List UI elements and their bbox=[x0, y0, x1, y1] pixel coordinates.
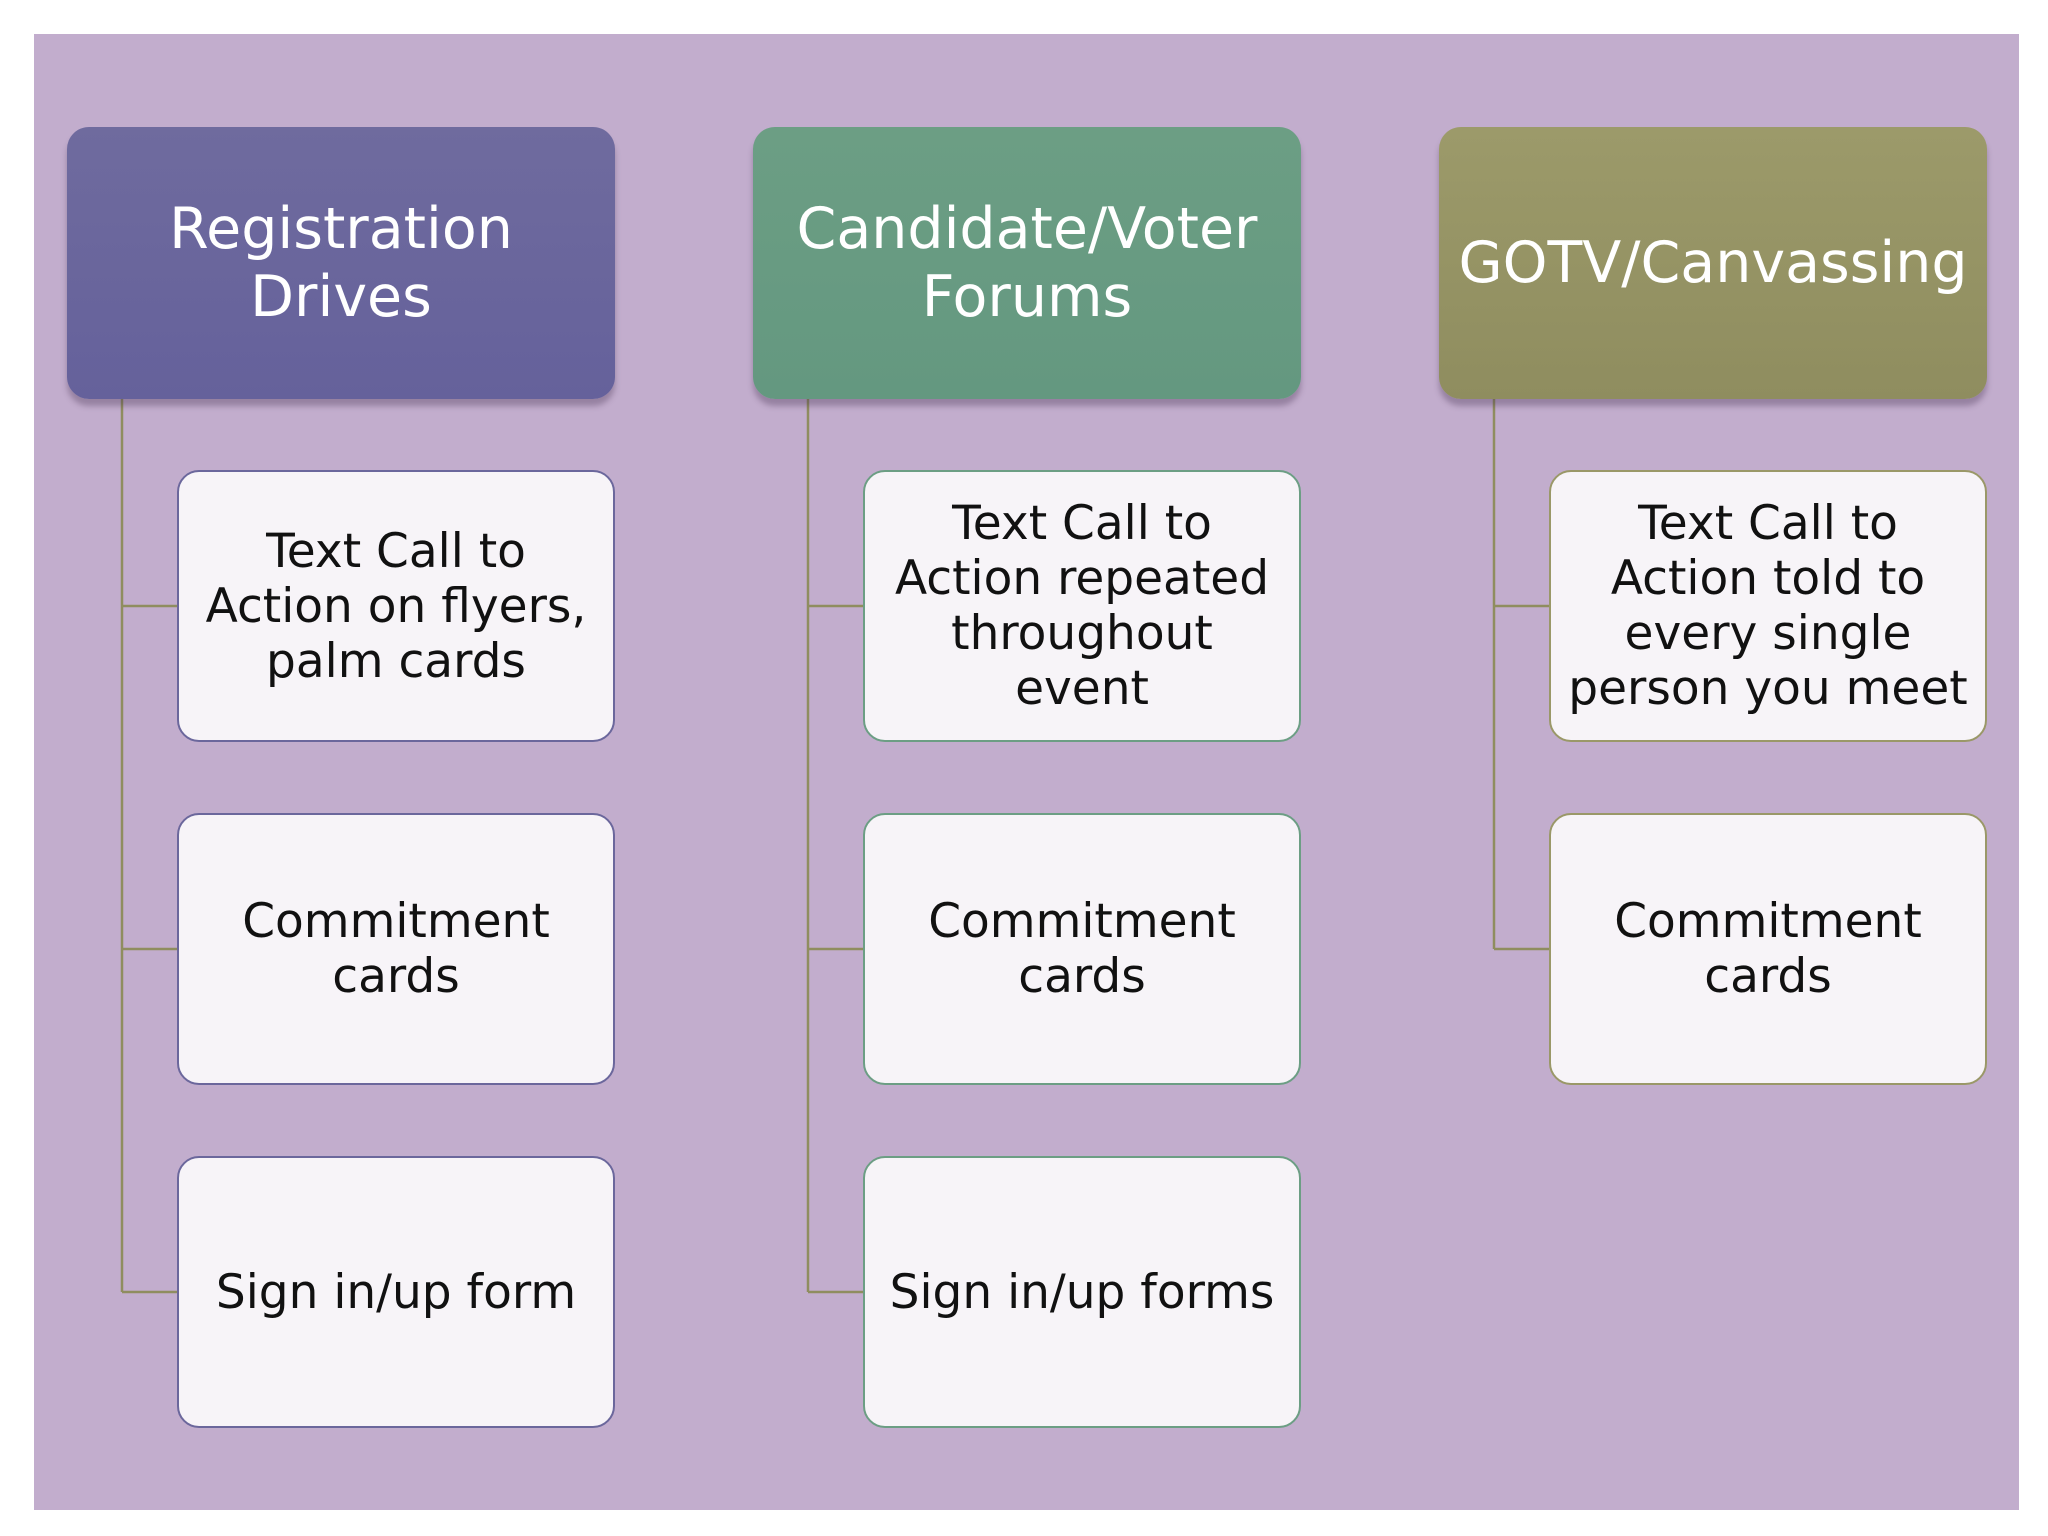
card-sign-in-up-forms: Sign in/up forms bbox=[863, 1156, 1301, 1428]
card-sign-in-up-form: Sign in/up form bbox=[177, 1156, 615, 1428]
card-commitment-cards-registration: Commitment cards bbox=[177, 813, 615, 1085]
header-gotv-canvassing: GOTV/Canvassing bbox=[1439, 127, 1987, 399]
header-registration-drives: Registration Drives bbox=[67, 127, 615, 399]
card-text-call-to-action-flyers: Text Call to Action on flyers, palm card… bbox=[177, 470, 615, 742]
header-candidate-voter-forums: Candidate/Voter Forums bbox=[753, 127, 1301, 399]
card-commitment-cards-forums: Commitment cards bbox=[863, 813, 1301, 1085]
card-commitment-cards-gotv: Commitment cards bbox=[1549, 813, 1987, 1085]
card-text-call-to-action-event: Text Call to Action repeated throughout … bbox=[863, 470, 1301, 742]
card-text-call-to-action-person: Text Call to Action told to every single… bbox=[1549, 470, 1987, 742]
slide-background: Registration Drives Text Call to Action … bbox=[34, 34, 2019, 1510]
